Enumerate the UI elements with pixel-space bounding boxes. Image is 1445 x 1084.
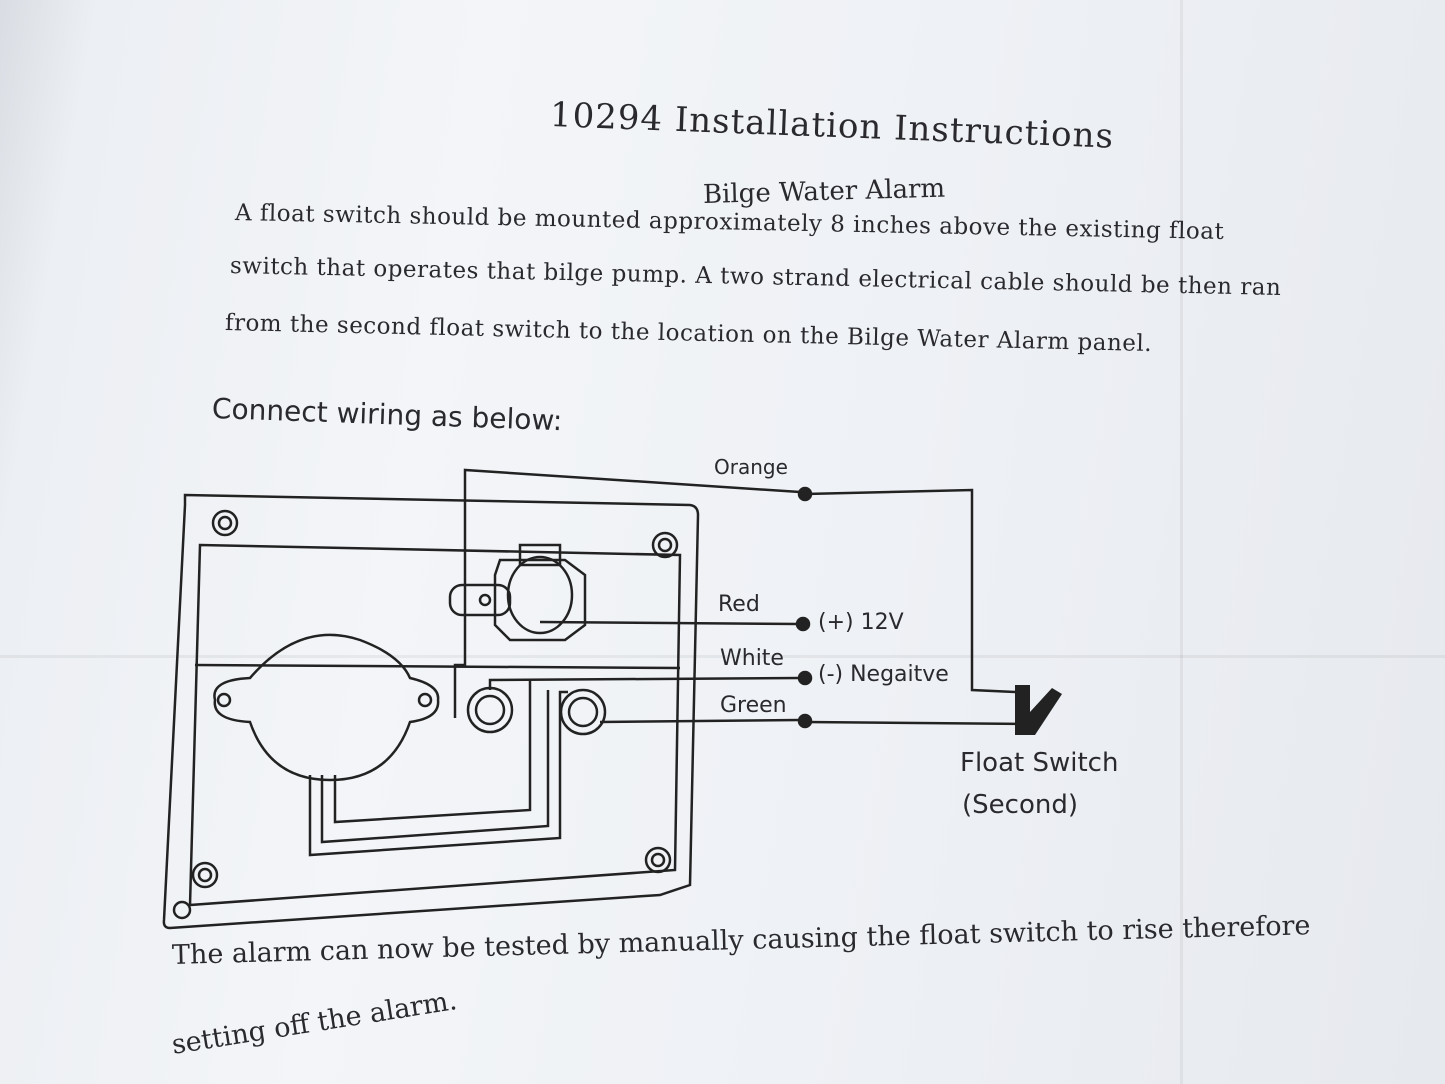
alarm-panel-outline (162, 493, 700, 930)
wire-label-red: Red (718, 592, 760, 617)
mounting-hole-icon (172, 509, 679, 920)
switch-icon (448, 543, 587, 642)
wire-label-white: White (720, 646, 784, 671)
terminal-label-positive: (+) 12V (818, 610, 904, 635)
paper-fold (0, 655, 1445, 658)
float-switch-note: (Second) (962, 790, 1078, 820)
wire-label-orange: Orange (714, 455, 788, 479)
paper-fold (1180, 0, 1183, 1084)
external-wires (804, 488, 1026, 726)
wire-node (795, 486, 813, 729)
internal-wires (308, 468, 801, 857)
buzzer-icon (213, 633, 440, 782)
float-switch-label: Float Switch (960, 748, 1119, 778)
terminal-label-negative: (-) Negaitve (818, 662, 949, 687)
terminal-icon (466, 686, 607, 736)
float-switch-icon (1015, 685, 1062, 735)
wire-label-green: Green (720, 693, 787, 718)
